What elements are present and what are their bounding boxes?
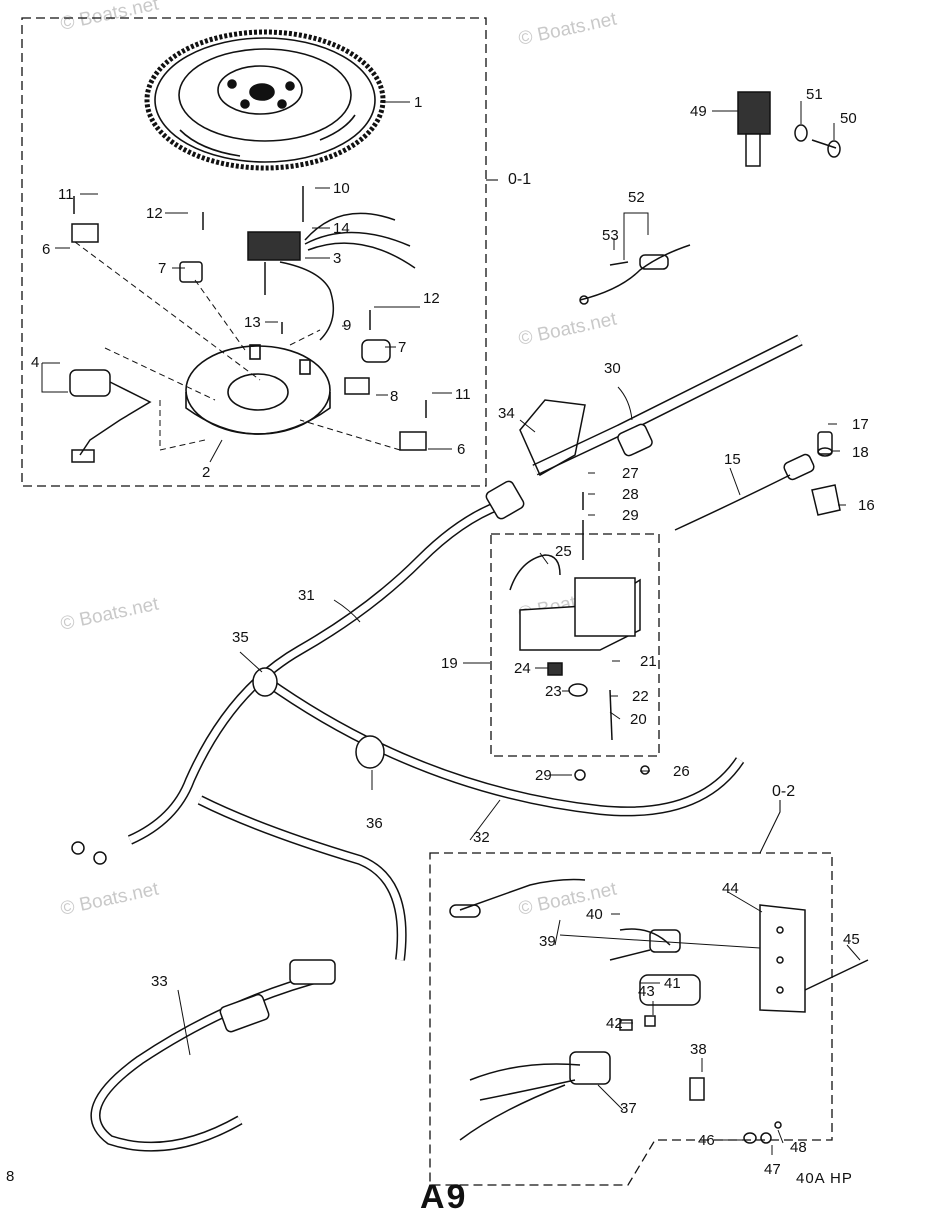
- part-label: 9: [343, 317, 351, 334]
- part-label: 17: [852, 416, 869, 433]
- group-leaders: [486, 179, 781, 854]
- part-label: 26: [673, 763, 690, 780]
- group-label-0-2: 0-2: [772, 783, 795, 800]
- wiring-harness: [90, 334, 803, 1152]
- watermark: © Boats.net: [517, 309, 619, 350]
- solenoid-assembly: [509, 492, 650, 781]
- part-label: 36: [366, 815, 383, 832]
- part-label: 27: [622, 465, 639, 482]
- part-label: 2: [202, 464, 210, 481]
- group-box-0-2: [429, 852, 833, 1186]
- part-label: 6: [42, 241, 50, 258]
- part-label: 32: [473, 829, 490, 846]
- part-label: 22: [632, 688, 649, 705]
- part-label: 31: [298, 587, 315, 604]
- part-label: 11: [58, 186, 74, 203]
- watermark: © Boats.net: [517, 9, 619, 50]
- armature-plate: [185, 344, 331, 435]
- watermark: © Boats.net: [59, 594, 161, 635]
- part-label: 3: [333, 250, 341, 267]
- part-label: 7: [398, 339, 406, 356]
- part-label: 46: [698, 1132, 715, 1149]
- watermark: © Boats.net: [59, 879, 161, 920]
- part-label: 12: [146, 205, 163, 222]
- part-label: 1: [414, 94, 422, 111]
- sheet-code: A9: [420, 1178, 468, 1216]
- switch-panel-parts: [449, 878, 869, 1144]
- part-label: 43: [638, 983, 655, 1000]
- part-label: 39: [539, 933, 556, 950]
- part-label: 25: [555, 543, 572, 560]
- part-label: 40: [586, 906, 603, 923]
- group-boxes: [21, 17, 833, 1186]
- group-box-19: [490, 533, 660, 757]
- harness-connectors: [71, 423, 653, 1033]
- part-labels: 1 2 3 4 6 6 7 7 8 9 10 11 11 12 12 13 14…: [31, 86, 875, 1178]
- model-label: 40A HP: [796, 1170, 853, 1187]
- part-label: 21: [640, 653, 657, 670]
- part-label: 50: [840, 110, 857, 127]
- part-label: 41: [664, 975, 681, 992]
- part-label: 19: [441, 655, 458, 672]
- part-label: 47: [764, 1161, 781, 1178]
- part-label: 48: [790, 1139, 807, 1156]
- part-label: 34: [498, 405, 515, 422]
- part-label: 38: [690, 1041, 707, 1058]
- part-label: 7: [158, 260, 166, 277]
- plug-cap: [355, 735, 385, 769]
- part-label: 18: [852, 444, 869, 461]
- part-label: 11: [455, 386, 471, 403]
- part-label: 29: [535, 767, 552, 784]
- part-label: 23: [545, 683, 562, 700]
- leader-lines: [41, 101, 861, 1155]
- part-label: 12: [423, 290, 440, 307]
- top-right-parts: [579, 91, 841, 305]
- part-label: 20: [630, 711, 647, 728]
- part-label: 45: [843, 931, 860, 948]
- group-box-0-1: [21, 17, 487, 487]
- part-label: 42: [606, 1015, 623, 1032]
- part-label: 16: [858, 497, 875, 514]
- part-label: 37: [620, 1100, 637, 1117]
- part-label: 10: [333, 180, 350, 197]
- part-label: 52: [628, 189, 645, 206]
- assembly-lines: [74, 241, 401, 451]
- part-label: 51: [806, 86, 823, 103]
- page-number: 8: [6, 1168, 15, 1185]
- part-label: 6: [457, 441, 465, 458]
- part-label: 53: [602, 227, 619, 244]
- bracket-and-coil: [519, 399, 841, 531]
- part-label: 14: [333, 220, 350, 237]
- flywheel: [144, 29, 386, 171]
- part-label: 24: [514, 660, 531, 677]
- part-label: 29: [622, 507, 639, 524]
- part-label: 15: [724, 451, 741, 468]
- group-label-0-1: 0-1: [508, 171, 531, 188]
- part-label: 33: [151, 973, 168, 990]
- part-label: 8: [390, 388, 398, 405]
- part-label: 28: [622, 486, 639, 503]
- part-label: 4: [31, 354, 39, 371]
- part-label: 30: [604, 360, 621, 377]
- part-label: 35: [232, 629, 249, 646]
- part-label: 49: [690, 103, 707, 120]
- ignition-parts: [69, 186, 427, 463]
- part-label: 44: [722, 880, 739, 897]
- part-label: 13: [244, 314, 261, 331]
